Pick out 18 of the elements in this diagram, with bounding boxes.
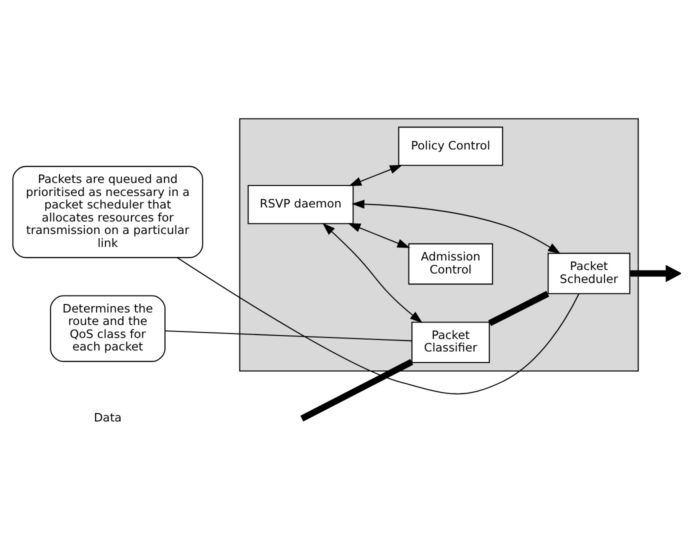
node-box: Determines the route and the QoS class for each packet	[50, 295, 166, 362]
node-box: RSVP daemon	[248, 184, 354, 224]
node-box: Admission Control	[408, 243, 494, 285]
connector	[165, 330, 412, 342]
cluster	[239, 118, 639, 372]
connector	[488, 290, 550, 326]
arrow	[322, 223, 423, 324]
node-box: Packets are queued and prioritised as necessary in a packet scheduler that allocates resources for transmission on a particular link	[12, 166, 204, 258]
node-box: Packet Scheduler	[548, 252, 630, 294]
arrow	[348, 164, 403, 186]
connector	[300, 359, 414, 422]
connector	[177, 257, 580, 394]
label: Data	[94, 410, 122, 425]
arrow	[352, 200, 561, 254]
arrow	[348, 223, 410, 248]
node-box: Packet Classifier	[411, 322, 490, 364]
node-box: Policy Control	[398, 126, 504, 166]
arrow	[630, 264, 681, 282]
